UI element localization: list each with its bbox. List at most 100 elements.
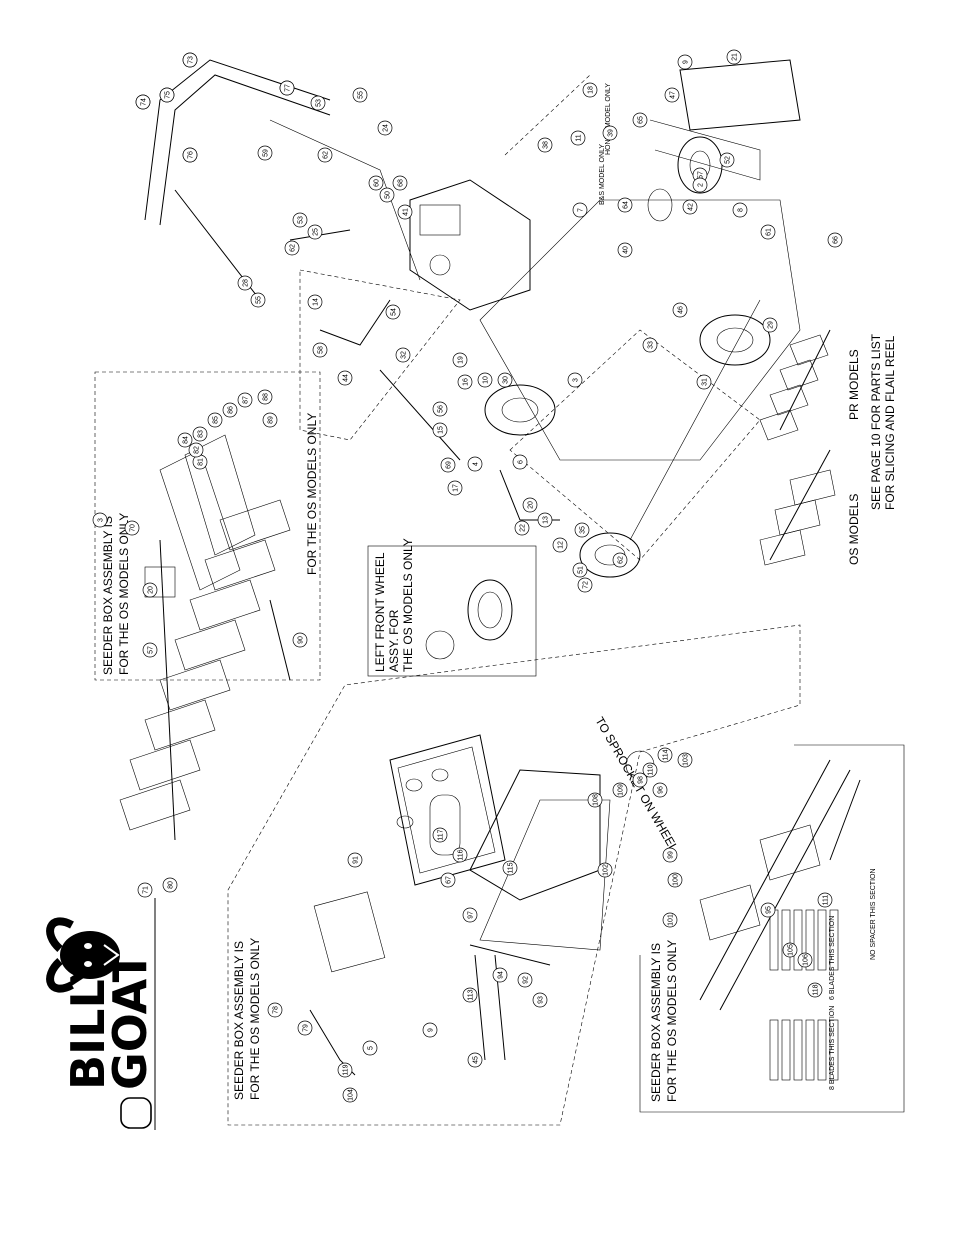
callout-label: 13: [543, 516, 550, 524]
callout-label: 83: [198, 430, 205, 438]
callout-label: 109: [618, 784, 625, 796]
callout-25: 25: [307, 224, 323, 240]
callout-54: 54: [385, 304, 401, 320]
callout-label: 2: [698, 183, 705, 187]
callout-104: 104: [342, 1087, 358, 1103]
callout-label: 98: [638, 776, 645, 784]
callout-label: 19: [458, 356, 465, 364]
callout-118: 118: [807, 982, 823, 998]
callout-24: 24: [377, 120, 393, 136]
callout-11: 11: [570, 130, 586, 146]
callout-label: 14: [313, 298, 320, 306]
callout-label: 18: [588, 86, 595, 94]
callout-label: 110: [648, 764, 655, 775]
callout-109: 109: [612, 782, 628, 798]
callout-85: 85: [207, 412, 223, 428]
callout-label: 30: [503, 376, 510, 384]
callout-7: 7: [572, 202, 588, 218]
callout-label: 6: [518, 460, 525, 464]
callout-60: 60: [368, 175, 384, 191]
callout-label: 55: [256, 296, 263, 304]
callout-96: 96: [652, 782, 668, 798]
callout-label: 75: [165, 91, 172, 99]
callout-6: 6: [512, 454, 528, 470]
callout-108: 108: [587, 792, 603, 808]
seeder-box-drawing: [309, 734, 655, 1076]
callout-114: 114: [657, 747, 673, 763]
callout-label: 28: [243, 279, 250, 287]
seeder-bottom-title1: SEEDER BOX ASSEMBLY IS: [232, 941, 246, 1100]
callout-label: 21: [732, 53, 739, 61]
callout-99: 99: [662, 847, 678, 863]
callout-label: 9: [428, 1028, 435, 1032]
callout-92: 92: [517, 972, 533, 988]
callout-label: 32: [401, 351, 408, 359]
callout-label: 65: [638, 116, 645, 124]
callout-31: 31: [696, 374, 712, 390]
callout-label: 96: [658, 786, 665, 794]
callout-label: 44: [343, 374, 350, 382]
callout-label: 97: [468, 911, 475, 919]
callout-label: 90: [298, 636, 305, 644]
os-only-label: FOR THE OS MODELS ONLY: [305, 413, 319, 575]
callout-9: 9: [677, 54, 693, 70]
callout-68: 68: [392, 175, 408, 191]
callout-101: 101: [662, 912, 678, 928]
callout-95: 95: [760, 902, 776, 918]
callout-61: 61: [760, 224, 776, 240]
callout-78: 78: [267, 1002, 283, 1018]
callout-71: 71: [137, 882, 153, 898]
callout-93: 93: [532, 992, 548, 1008]
callout-label: 29: [768, 321, 775, 329]
callout-12: 12: [552, 537, 568, 553]
callout-103: 103: [677, 752, 693, 768]
seeder-top-panel: [94, 371, 321, 681]
callout-label: 103: [683, 754, 690, 766]
callout-62: 62: [612, 552, 628, 568]
seeder-right-panel: [639, 744, 905, 1113]
callout-32: 32: [395, 347, 411, 363]
seeder-bottom-title2: FOR THE OS MODELS ONLY: [248, 938, 262, 1100]
bs-model-note: B&S MODEL ONLY: [599, 144, 606, 205]
callout-label: 76: [188, 151, 195, 159]
callout-33: 33: [642, 337, 658, 353]
callout-80: 80: [162, 877, 178, 893]
callout-100: 100: [667, 872, 683, 888]
callout-label: 10: [483, 376, 490, 384]
see-page-note2: FOR SLICING AND FLAIL REEL: [883, 335, 897, 510]
brand-logo: BILLY GOAT: [46, 917, 157, 1129]
callout-label: 57: [148, 646, 155, 654]
callout-label: 60: [374, 179, 381, 187]
callout-label: 77: [285, 84, 292, 92]
callout-18: 18: [582, 82, 598, 98]
callout-35: 35: [574, 522, 590, 538]
callout-87: 87: [237, 392, 253, 408]
callout-label: 62: [290, 244, 297, 252]
callout-53: 53: [310, 95, 326, 111]
callout-label: 62: [618, 556, 625, 564]
callout-30: 30: [497, 372, 513, 388]
callout-label: 85: [213, 416, 220, 424]
callout-label: 71: [143, 886, 150, 894]
honda-model-note: HONDA MODEL ONLY: [605, 83, 612, 155]
callout-label: 89: [268, 416, 275, 424]
callout-label: 46: [678, 306, 685, 314]
callout-label: 104: [348, 1089, 355, 1101]
callout-16: 16: [457, 374, 473, 390]
callout-8: 8: [732, 202, 748, 218]
callout-label: 101: [668, 914, 675, 926]
callout-4: 4: [467, 456, 483, 472]
callout-13: 13: [537, 512, 553, 528]
callout-label: 15: [438, 426, 445, 434]
callout-58: 58: [312, 342, 328, 358]
callout-label: 17: [453, 484, 460, 492]
callout-40: 40: [617, 242, 633, 258]
callout-90: 90: [292, 632, 308, 648]
callout-label: 115: [508, 862, 515, 873]
callout-label: 61: [766, 228, 773, 236]
callout-label: 11: [576, 134, 583, 141]
callout-94: 94: [492, 967, 508, 983]
callout-label: 116: [458, 849, 465, 860]
callout-label: 92: [523, 976, 530, 984]
callout-46: 46: [672, 302, 688, 318]
